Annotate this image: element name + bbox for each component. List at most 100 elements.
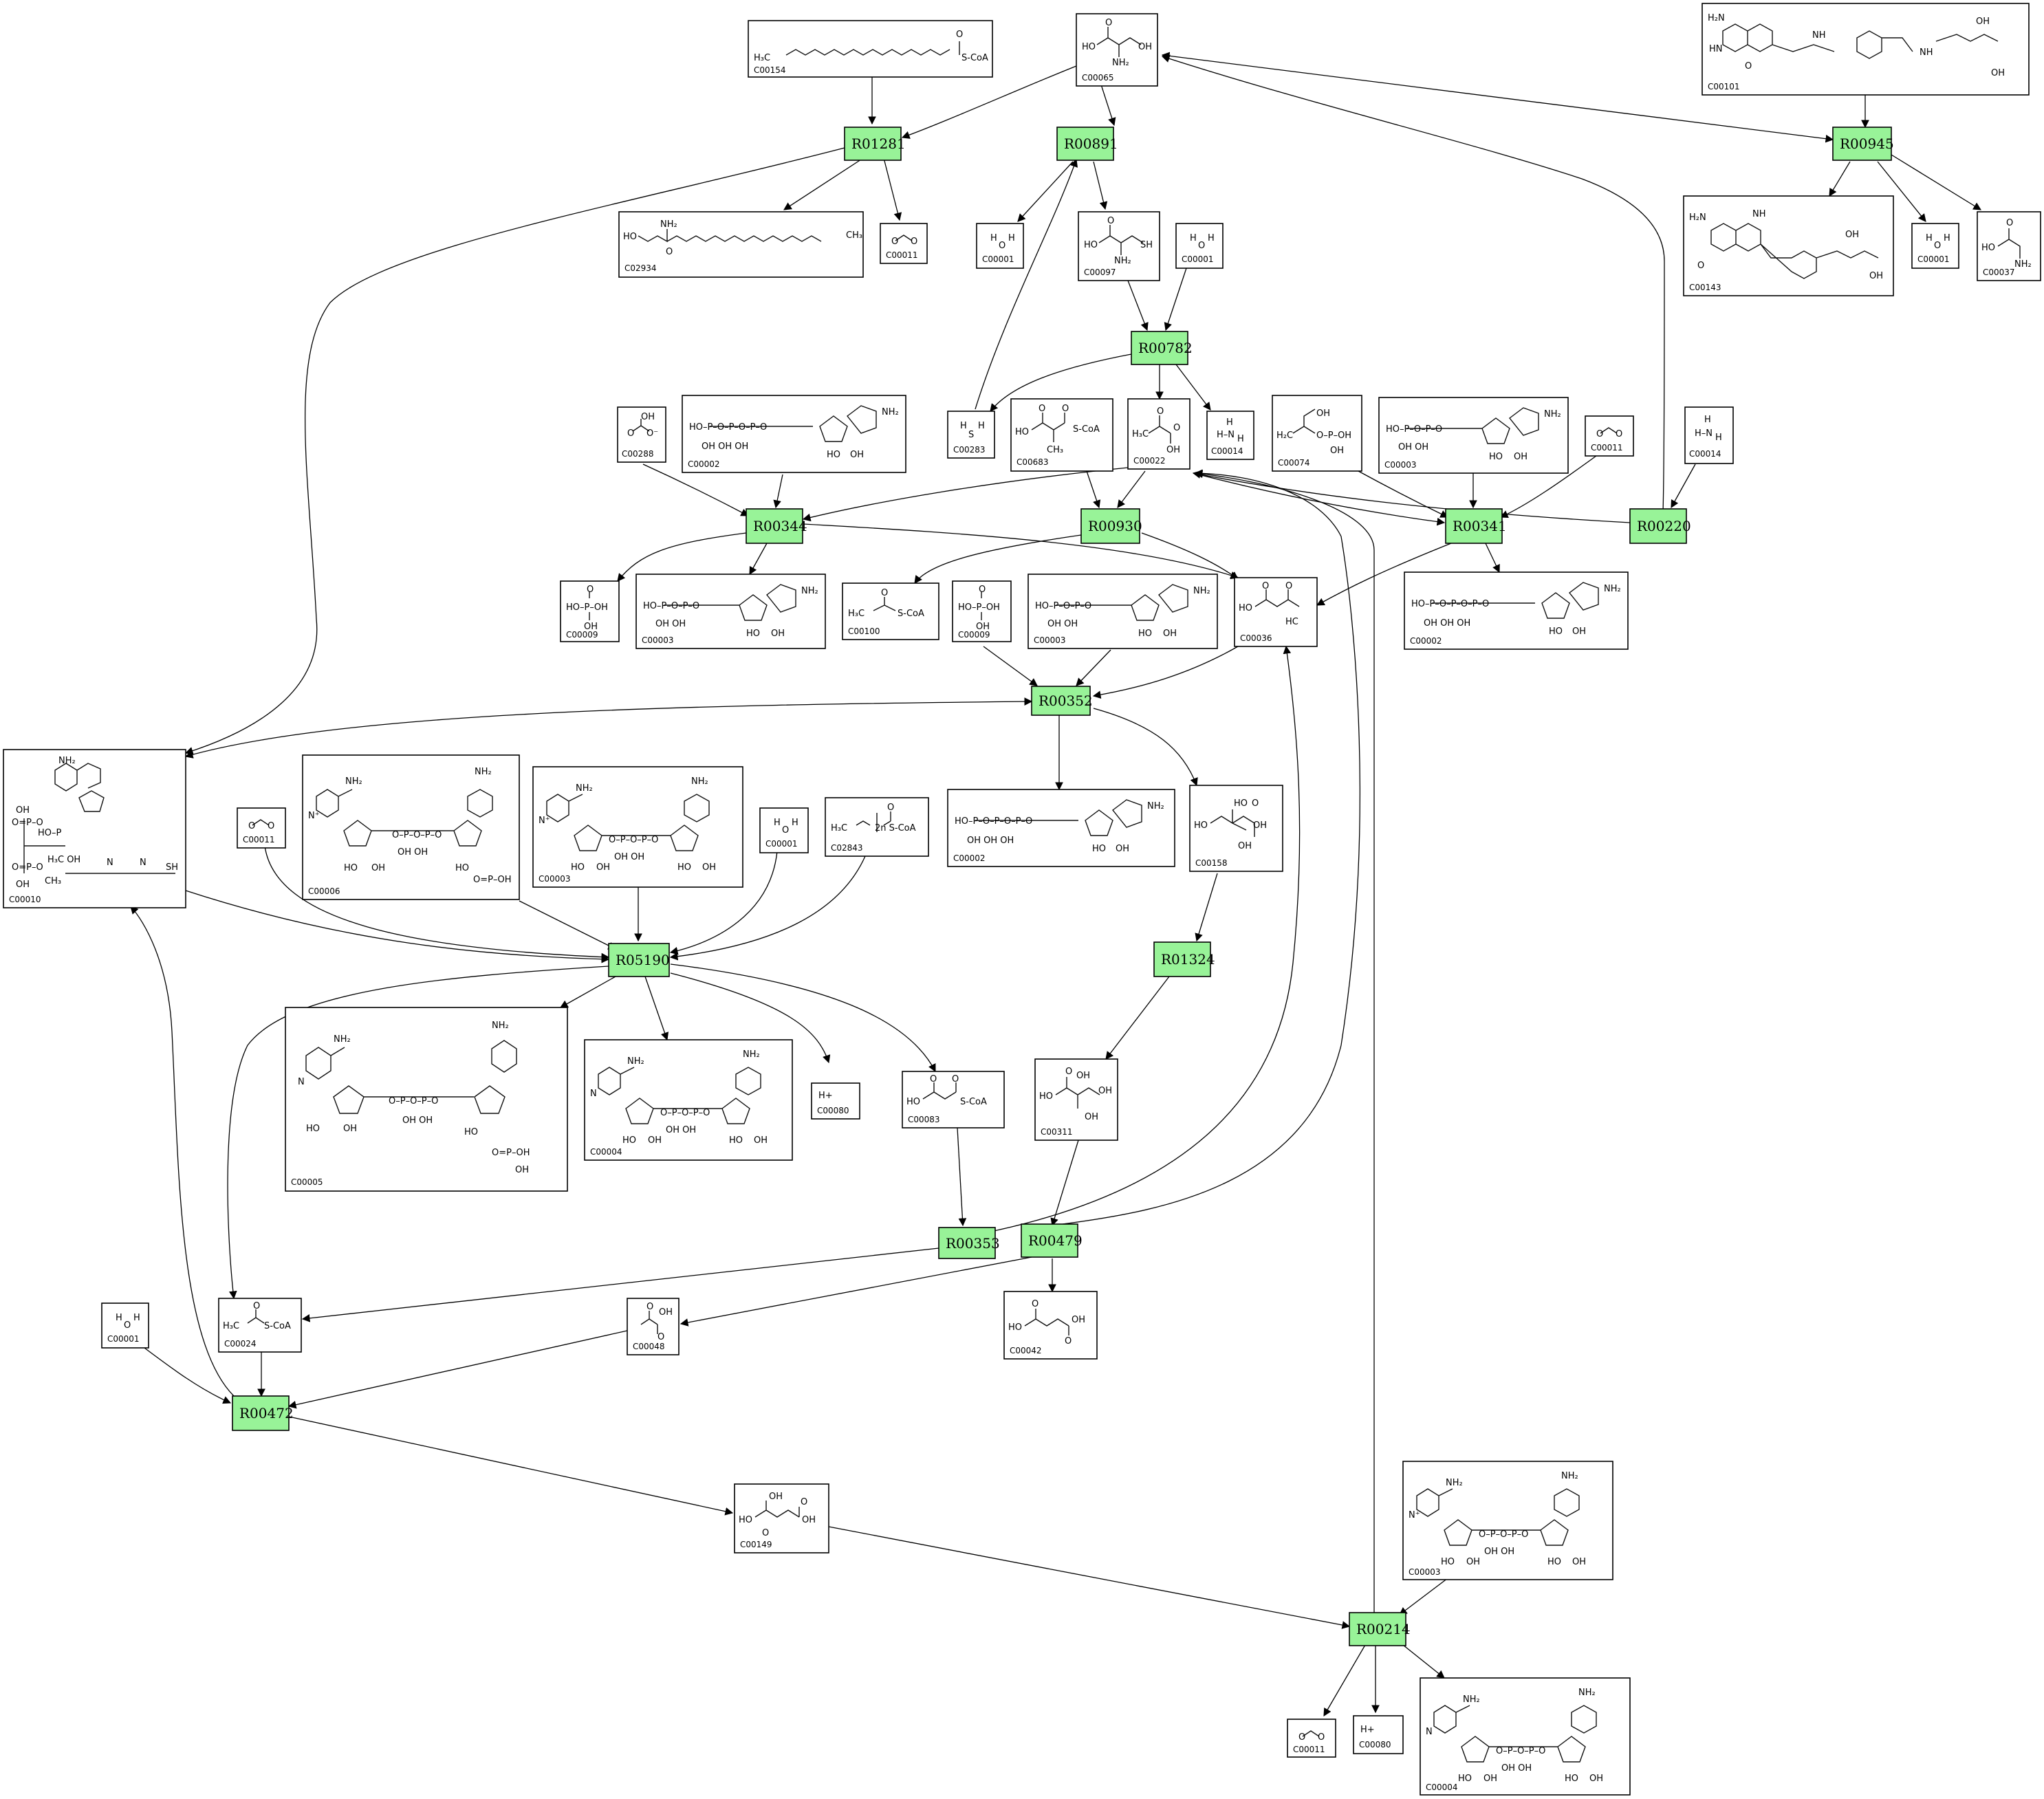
compound-C00011[interactable]: O O C00011 <box>1287 1719 1336 1758</box>
reaction-R01281[interactable]: R01281 <box>844 127 906 161</box>
svg-text:HO: HO <box>1138 629 1152 639</box>
compound-C00002[interactable]: HO–P–O–P–O–P–O OH OH OH HO OH NH₂ C00002 <box>1404 571 1629 650</box>
compound-C00283[interactable]: H S H C00283 <box>947 411 995 459</box>
compound-C00009[interactable]: HO–P–OH O OH C00009 <box>952 580 1012 642</box>
reaction-R00214[interactable]: R00214 <box>1349 1612 1411 1646</box>
reaction-R05190[interactable]: R05190 <box>608 943 670 977</box>
compound-C00011[interactable]: O O C00011 <box>237 807 286 849</box>
compound-C00006[interactable]: NH₂ N⁺ O–P–O–P–O OH OH NH₂ HO OH HO O=P–… <box>302 754 520 900</box>
svg-text:OH: OH <box>1163 629 1177 639</box>
compound-id: C00074 <box>1278 458 1310 468</box>
compound-C00100[interactable]: H₃C S-CoA O C00100 <box>842 582 939 640</box>
svg-text:H–N: H–N <box>1695 428 1713 439</box>
compound-C00003[interactable]: NH₂ N⁺ O–P–O–P–O OH OH NH₂ HO OH HO OH C… <box>1402 1461 1613 1580</box>
edge <box>1358 470 1449 518</box>
compound-C00002[interactable]: HO–P–O–P–O–P–O OH OH OH HO OH NH₂ C00002 <box>682 395 906 473</box>
compound-C00001[interactable]: H O H C00001 <box>101 1302 149 1349</box>
edge <box>802 467 1129 522</box>
reaction-R00782[interactable]: R00782 <box>1131 331 1193 365</box>
compound-C00010[interactable]: NH₂ OH O=P–O HO–P O=P–O H₃C OH CH₃ N N S… <box>3 749 186 908</box>
svg-text:O: O <box>2006 218 2013 228</box>
reaction-R00341[interactable]: R00341 <box>1445 508 1507 544</box>
edge <box>901 65 1077 139</box>
compound-C00001[interactable]: H O H C00001 <box>976 223 1024 269</box>
compound-C02843[interactable]: H₃C 2n S-CoA O C02843 <box>825 797 929 857</box>
compound-C00004[interactable]: NH₂ N O–P–O–P–O OH OH NH₂ HO OH HO OH C0… <box>1420 1677 1631 1796</box>
reaction-R00891[interactable]: R00891 <box>1056 127 1118 161</box>
compound-C00083[interactable]: HO S-CoA O O C00083 <box>902 1071 1005 1129</box>
compound-C00009[interactable]: HO–P–OH O OH C00009 <box>560 580 620 642</box>
svg-text:HO: HO <box>1015 427 1029 437</box>
svg-text:OH: OH <box>596 862 610 873</box>
reaction-R00220[interactable]: R00220 <box>1629 508 1691 544</box>
compound-C00001[interactable]: H O H C00001 <box>759 807 809 853</box>
edge <box>288 1416 734 1516</box>
compound-C00048[interactable]: O OH O C00048 <box>627 1298 679 1355</box>
svg-text:OH: OH <box>1316 408 1330 419</box>
compound-C00002[interactable]: HO–P–O–P–O–P–O OH OH OH HO OH NH₂ C00002 <box>947 789 1175 867</box>
compound-C00004[interactable]: NH₂ N O–P–O–P–O OH OH NH₂ HO OH HO OH C0… <box>584 1039 793 1161</box>
compound-C00683[interactable]: HO S-CoA O O CH₃ C00683 <box>1010 398 1113 472</box>
compound-C00154[interactable]: H₃C S-CoA O C00154 <box>748 20 993 78</box>
compound-C00003[interactable]: HO–P–O–P–O OH OH HO OH NH₂ C00003 <box>1378 397 1569 474</box>
compound-C00022[interactable]: H₃C O O OH C00022 <box>1127 398 1190 470</box>
svg-text:H: H <box>1226 417 1233 428</box>
reaction-R00479[interactable]: R00479 <box>1021 1223 1083 1258</box>
svg-text:HO: HO <box>1489 452 1503 462</box>
compound-C00065[interactable]: HO OH O NH₂ C00065 <box>1076 13 1158 87</box>
reaction-R00353[interactable]: R00353 <box>938 1227 1000 1259</box>
compound-C00014[interactable]: H H–N H C00014 <box>1684 406 1734 464</box>
svg-text:OH OH: OH OH <box>1398 442 1428 453</box>
compound-C00003[interactable]: HO–P–O–P–O OH OH HO OH NH₂ C00003 <box>1028 574 1218 649</box>
compound-C00014[interactable]: H H–N H C00014 <box>1206 411 1254 460</box>
compound-C00097[interactable]: HO SH O NH₂ C00097 <box>1078 211 1160 281</box>
compound-C00288[interactable]: O O⁻ OH C00288 <box>617 406 666 463</box>
compound-C00011[interactable]: O O C00011 <box>1585 415 1634 457</box>
svg-text:OH: OH <box>702 862 716 873</box>
compound-C00042[interactable]: HO O OH O C00042 <box>1003 1291 1098 1360</box>
reaction-R00472[interactable]: R00472 <box>232 1395 294 1431</box>
compound-id: C00001 <box>1917 254 1950 264</box>
svg-text:OH: OH <box>1869 271 1883 281</box>
compound-C00037[interactable]: HO O NH₂ C00037 <box>1977 211 2041 281</box>
edge <box>185 890 610 963</box>
compound-C00005[interactable]: NH₂ N O–P–O–P–O OH OH NH₂ HO OH HO O=P–O… <box>285 1007 568 1192</box>
compound-C00149[interactable]: HO OH O OH O C00149 <box>734 1483 829 1553</box>
compound-C00003[interactable]: NH₂ N⁺ O–P–O–P–O OH OH NH₂ HO OH HO OH C… <box>532 766 743 888</box>
compound-id: C00083 <box>908 1115 940 1124</box>
svg-text:OH: OH <box>769 1492 783 1502</box>
compound-C02934[interactable]: HO NH₂ O CH₃ C02934 <box>618 211 864 278</box>
compound-id: C00001 <box>765 839 798 849</box>
svg-text:NH₂: NH₂ <box>882 407 899 417</box>
edge <box>301 1247 939 1322</box>
compound-C00311[interactable]: O OH HO OH OH C00311 <box>1034 1058 1118 1141</box>
svg-text:O=P–OH: O=P–OH <box>473 875 511 885</box>
svg-text:HO: HO <box>739 1515 752 1525</box>
formula: S-CoA <box>960 1097 987 1107</box>
compound-id: C00097 <box>1084 268 1116 277</box>
svg-text:NH₂: NH₂ <box>1604 584 1621 594</box>
compound-C00003[interactable]: HO–P–O–P–O OH OH HO OH NH₂ C00003 <box>635 574 826 649</box>
compound-C00011[interactable]: O O C00011 <box>880 223 928 264</box>
reaction-R01324[interactable]: R01324 <box>1153 941 1215 977</box>
compound-C00143[interactable]: H₂N O NH OH OH C00143 <box>1683 195 1894 296</box>
compound-C00080[interactable]: H+ C00080 <box>1353 1715 1404 1754</box>
compound-C00158[interactable]: HO O HO OH OH C00158 <box>1189 785 1283 872</box>
compound-C00036[interactable]: HO O O HC C00036 <box>1234 577 1318 647</box>
compound-C00080[interactable]: H+ C00080 <box>811 1082 860 1120</box>
compound-C00101[interactable]: H₂N HN O NH NH OH OH C00101 <box>1701 3 2030 96</box>
svg-text:O: O <box>1934 241 1941 251</box>
compound-C00001[interactable]: H O H C00001 <box>1175 223 1224 269</box>
reaction-R00352[interactable]: R00352 <box>1031 686 1093 716</box>
compound-id: C00036 <box>1240 633 1272 643</box>
compound-C00001[interactable]: H O H C00001 <box>1911 223 1959 269</box>
compound-C00074[interactable]: H₂C OH O–P–OH OH C00074 <box>1272 395 1362 472</box>
formula: S-CoA <box>898 609 924 619</box>
reaction-R00930[interactable]: R00930 <box>1080 508 1142 544</box>
reaction-R00945[interactable]: R00945 <box>1832 127 1894 161</box>
compound-id: C00001 <box>982 254 1014 264</box>
svg-text:OH: OH <box>976 622 990 632</box>
reaction-R00344[interactable]: R00344 <box>746 508 807 544</box>
compound-C00024[interactable]: H₃C S-CoA O C00024 <box>218 1298 302 1353</box>
svg-text:OH: OH <box>1253 820 1267 831</box>
